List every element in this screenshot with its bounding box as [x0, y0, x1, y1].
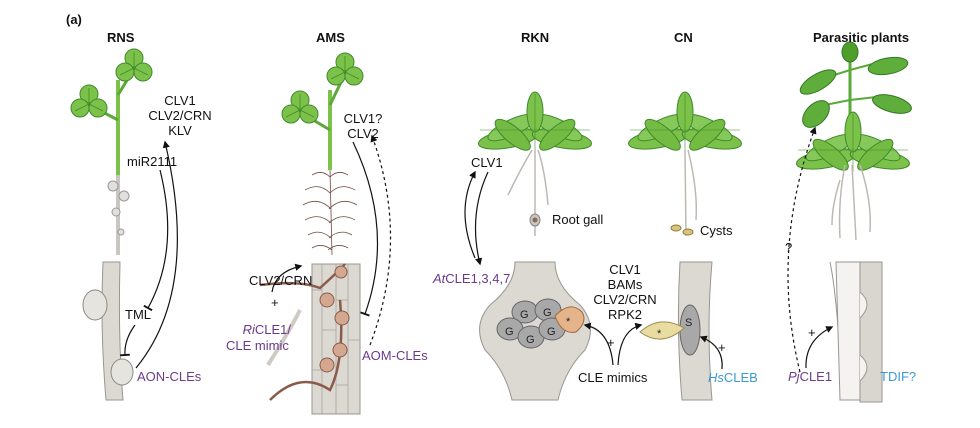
giant-cell-letter-3: G [505, 326, 514, 338]
rkn-root-gall-label: Root gall [552, 212, 604, 227]
cn-hscleb-label: HsCLEB [708, 370, 758, 385]
cle-mimics-label: CLE mimics [578, 370, 648, 385]
ams-title: AMS [316, 30, 345, 45]
rns-arrow-aon-to-shoot [135, 140, 178, 369]
giant-cell-letter-2: G [543, 307, 552, 319]
rkn-feeding-cell-marker: * [566, 316, 571, 328]
ams-dashed-arrow-aom [369, 134, 392, 346]
cn-receptor-4: RPK2 [608, 307, 642, 322]
rns-inhibit-mir2111-tml [143, 169, 169, 312]
rns-receptor-1: CLV1 [164, 93, 196, 108]
giant-cell-letter-1: G [520, 309, 529, 321]
rkn-title: RKN [521, 30, 550, 45]
parasitic-title: Parasitic plants [813, 30, 910, 45]
panel-label: (a) [66, 12, 82, 27]
syncytium-letter: S [685, 317, 692, 329]
rkn-plant [476, 91, 594, 236]
rns-receptor-3: KLV [168, 123, 192, 138]
cn-receptor-3: CLV2/CRN [593, 292, 657, 307]
ams-cle-mimic-label: CLE mimic [226, 338, 289, 353]
parasitic-arrow-pjcle1 [805, 326, 834, 369]
rkn-atcle-suffix: CLE1,3,4,7 [445, 271, 511, 286]
giant-cell-letter-5: G [547, 326, 556, 338]
ams-aom-cles-label: AOM-CLEs [362, 348, 428, 363]
rns-aon-cles-label: AON-CLEs [137, 369, 202, 384]
cn-cysts-label: Cysts [700, 223, 733, 238]
parasitic-pjcle1-suffix: CLE1 [799, 369, 833, 384]
cn-arrow-hscleb [699, 335, 723, 370]
ams-clv2crn-label: CLV2/CRN [249, 273, 313, 288]
parasitic-pjcle1-label: PjCLE1 [788, 369, 832, 384]
ams-ricle1-label: RiCLE1/ [226, 322, 291, 337]
hscleb-plus-sign: + [718, 340, 726, 355]
ams-root-closeup [259, 263, 361, 415]
rkn-giant-cells [496, 298, 585, 349]
rns-receptor-list: CLV1 CLV2/CRN KLV [140, 93, 220, 138]
cn-root-closeup [639, 261, 713, 401]
parasitic-plant [794, 41, 912, 241]
rns-receptor-2: CLV2/CRN [148, 108, 212, 123]
rkn-arrow-up [464, 170, 476, 259]
rkn-clv1-label: CLV1 [471, 155, 503, 170]
cn-hscleb-suffix: CLEB [723, 370, 758, 385]
rns-root-closeup [82, 261, 134, 401]
rkn-atcle-label: AtCLE1,3,4,7 [433, 271, 510, 286]
giant-cell-letter-4: G [526, 334, 535, 346]
rkn-arrow-down [474, 171, 489, 266]
cn-receptor-1: CLV1 [609, 262, 641, 277]
parasitic-dashed-arrow [787, 126, 817, 373]
rns-title: RNS [107, 30, 135, 45]
parasitic-tdif-label: TDIF? [880, 369, 917, 384]
parasitic-pjcle1-prefix: Pj [788, 369, 800, 384]
rns-tml-label: TML [125, 307, 151, 322]
ams-receptor-1: CLV1? [343, 111, 383, 126]
rns-mirna-label: miR2111 [127, 154, 178, 169]
parasitic-question-mark: ? [785, 240, 793, 255]
rkn-atcle-prefix: At [433, 271, 446, 286]
ams-ricle1-suffix: CLE1/ [254, 322, 291, 337]
ams-inhibit-shoot-root [352, 141, 379, 317]
rns-inhibit-tml-nodule [120, 324, 136, 357]
cn-hscleb-prefix: Hs [708, 370, 724, 385]
ams-arrow-clv2crn [271, 263, 303, 293]
cn-title: CN [674, 30, 693, 45]
cn-arrow-to-giant [583, 322, 614, 366]
cn-feeding-cell-marker: * [657, 328, 662, 340]
parasitic-root-closeup [829, 261, 883, 403]
cn-plant [626, 91, 744, 237]
cn-arrow-to-syncytium [617, 322, 643, 366]
cn-receptor-2: BAMs [607, 277, 643, 292]
ams-ricle1-prefix: Ri [242, 322, 255, 337]
ams-receptor-2: CLV2 [347, 126, 379, 141]
parasitic-plus-sign: + [808, 325, 816, 340]
cn-receptor-list: CLV1 BAMs CLV2/CRN RPK2 [585, 262, 665, 322]
rns-plant [70, 48, 153, 255]
ams-receptor-list: CLV1? CLV2 [338, 111, 388, 141]
ams-plus-sign: + [271, 295, 279, 310]
cn-plus-sign: + [607, 335, 615, 350]
ams-plant [281, 52, 364, 256]
